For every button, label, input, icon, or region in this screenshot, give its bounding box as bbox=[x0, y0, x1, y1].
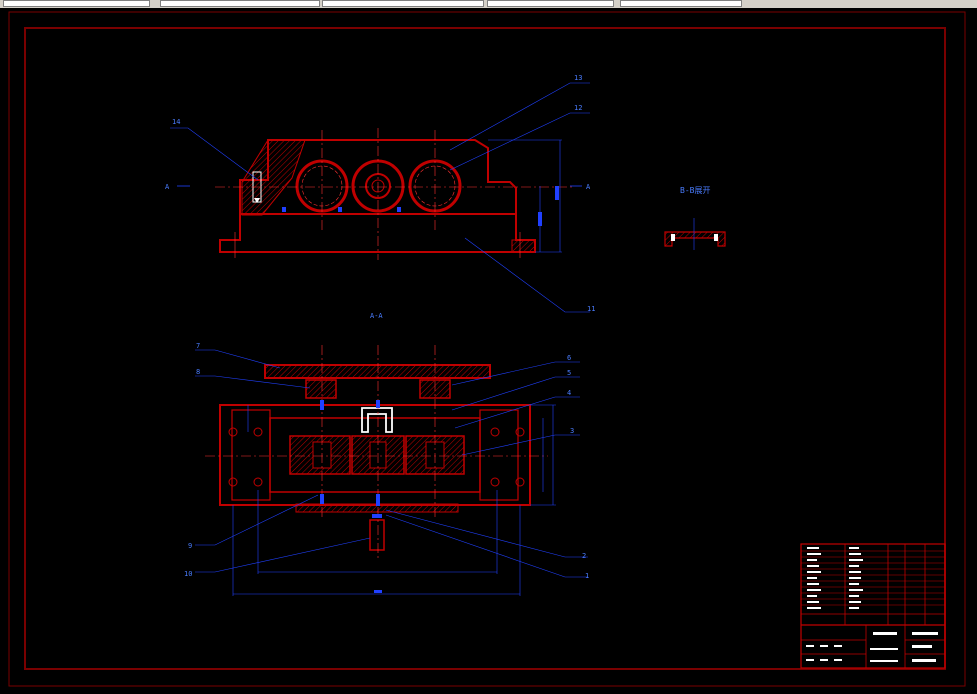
sheet-inner-border bbox=[24, 27, 946, 670]
callout-4: 4 bbox=[567, 389, 571, 397]
callout-12: 12 bbox=[574, 104, 582, 112]
toolbar-combo-3[interactable] bbox=[322, 0, 484, 7]
toolbar bbox=[0, 0, 977, 8]
callout-6: 6 bbox=[567, 354, 571, 362]
callout-5: 5 bbox=[567, 369, 571, 377]
title-block bbox=[800, 543, 946, 669]
callout-2: 2 bbox=[582, 552, 586, 560]
section-label-a-left: A bbox=[165, 183, 170, 191]
callout-8: 8 bbox=[196, 368, 200, 376]
callout-1: 1 bbox=[585, 572, 589, 580]
bb-developed-view: B-B展开 bbox=[664, 186, 726, 250]
callout-3: 3 bbox=[570, 427, 574, 435]
section-view-leaders bbox=[195, 349, 588, 578]
section-view-aa bbox=[205, 345, 556, 596]
sheet-outer-border bbox=[8, 11, 966, 687]
toolbar-combo-2[interactable] bbox=[160, 0, 320, 7]
section-label-aa: A-A bbox=[370, 312, 383, 320]
callout-14: 14 bbox=[172, 118, 180, 126]
front-view-leaders bbox=[170, 82, 590, 313]
callout-11: 11 bbox=[587, 305, 595, 313]
callout-7: 7 bbox=[196, 342, 200, 350]
toolbar-combo-4[interactable] bbox=[487, 0, 614, 7]
section-label-a-right: A bbox=[586, 183, 591, 191]
toolbar-combo-5[interactable] bbox=[620, 0, 742, 7]
section-label-bb: B-B展开 bbox=[680, 186, 710, 195]
callout-9: 9 bbox=[188, 542, 192, 550]
callout-10: 10 bbox=[184, 570, 192, 578]
toolbar-combo-1[interactable] bbox=[3, 0, 150, 7]
callout-13: 13 bbox=[574, 74, 582, 82]
front-view: A A bbox=[165, 128, 591, 260]
